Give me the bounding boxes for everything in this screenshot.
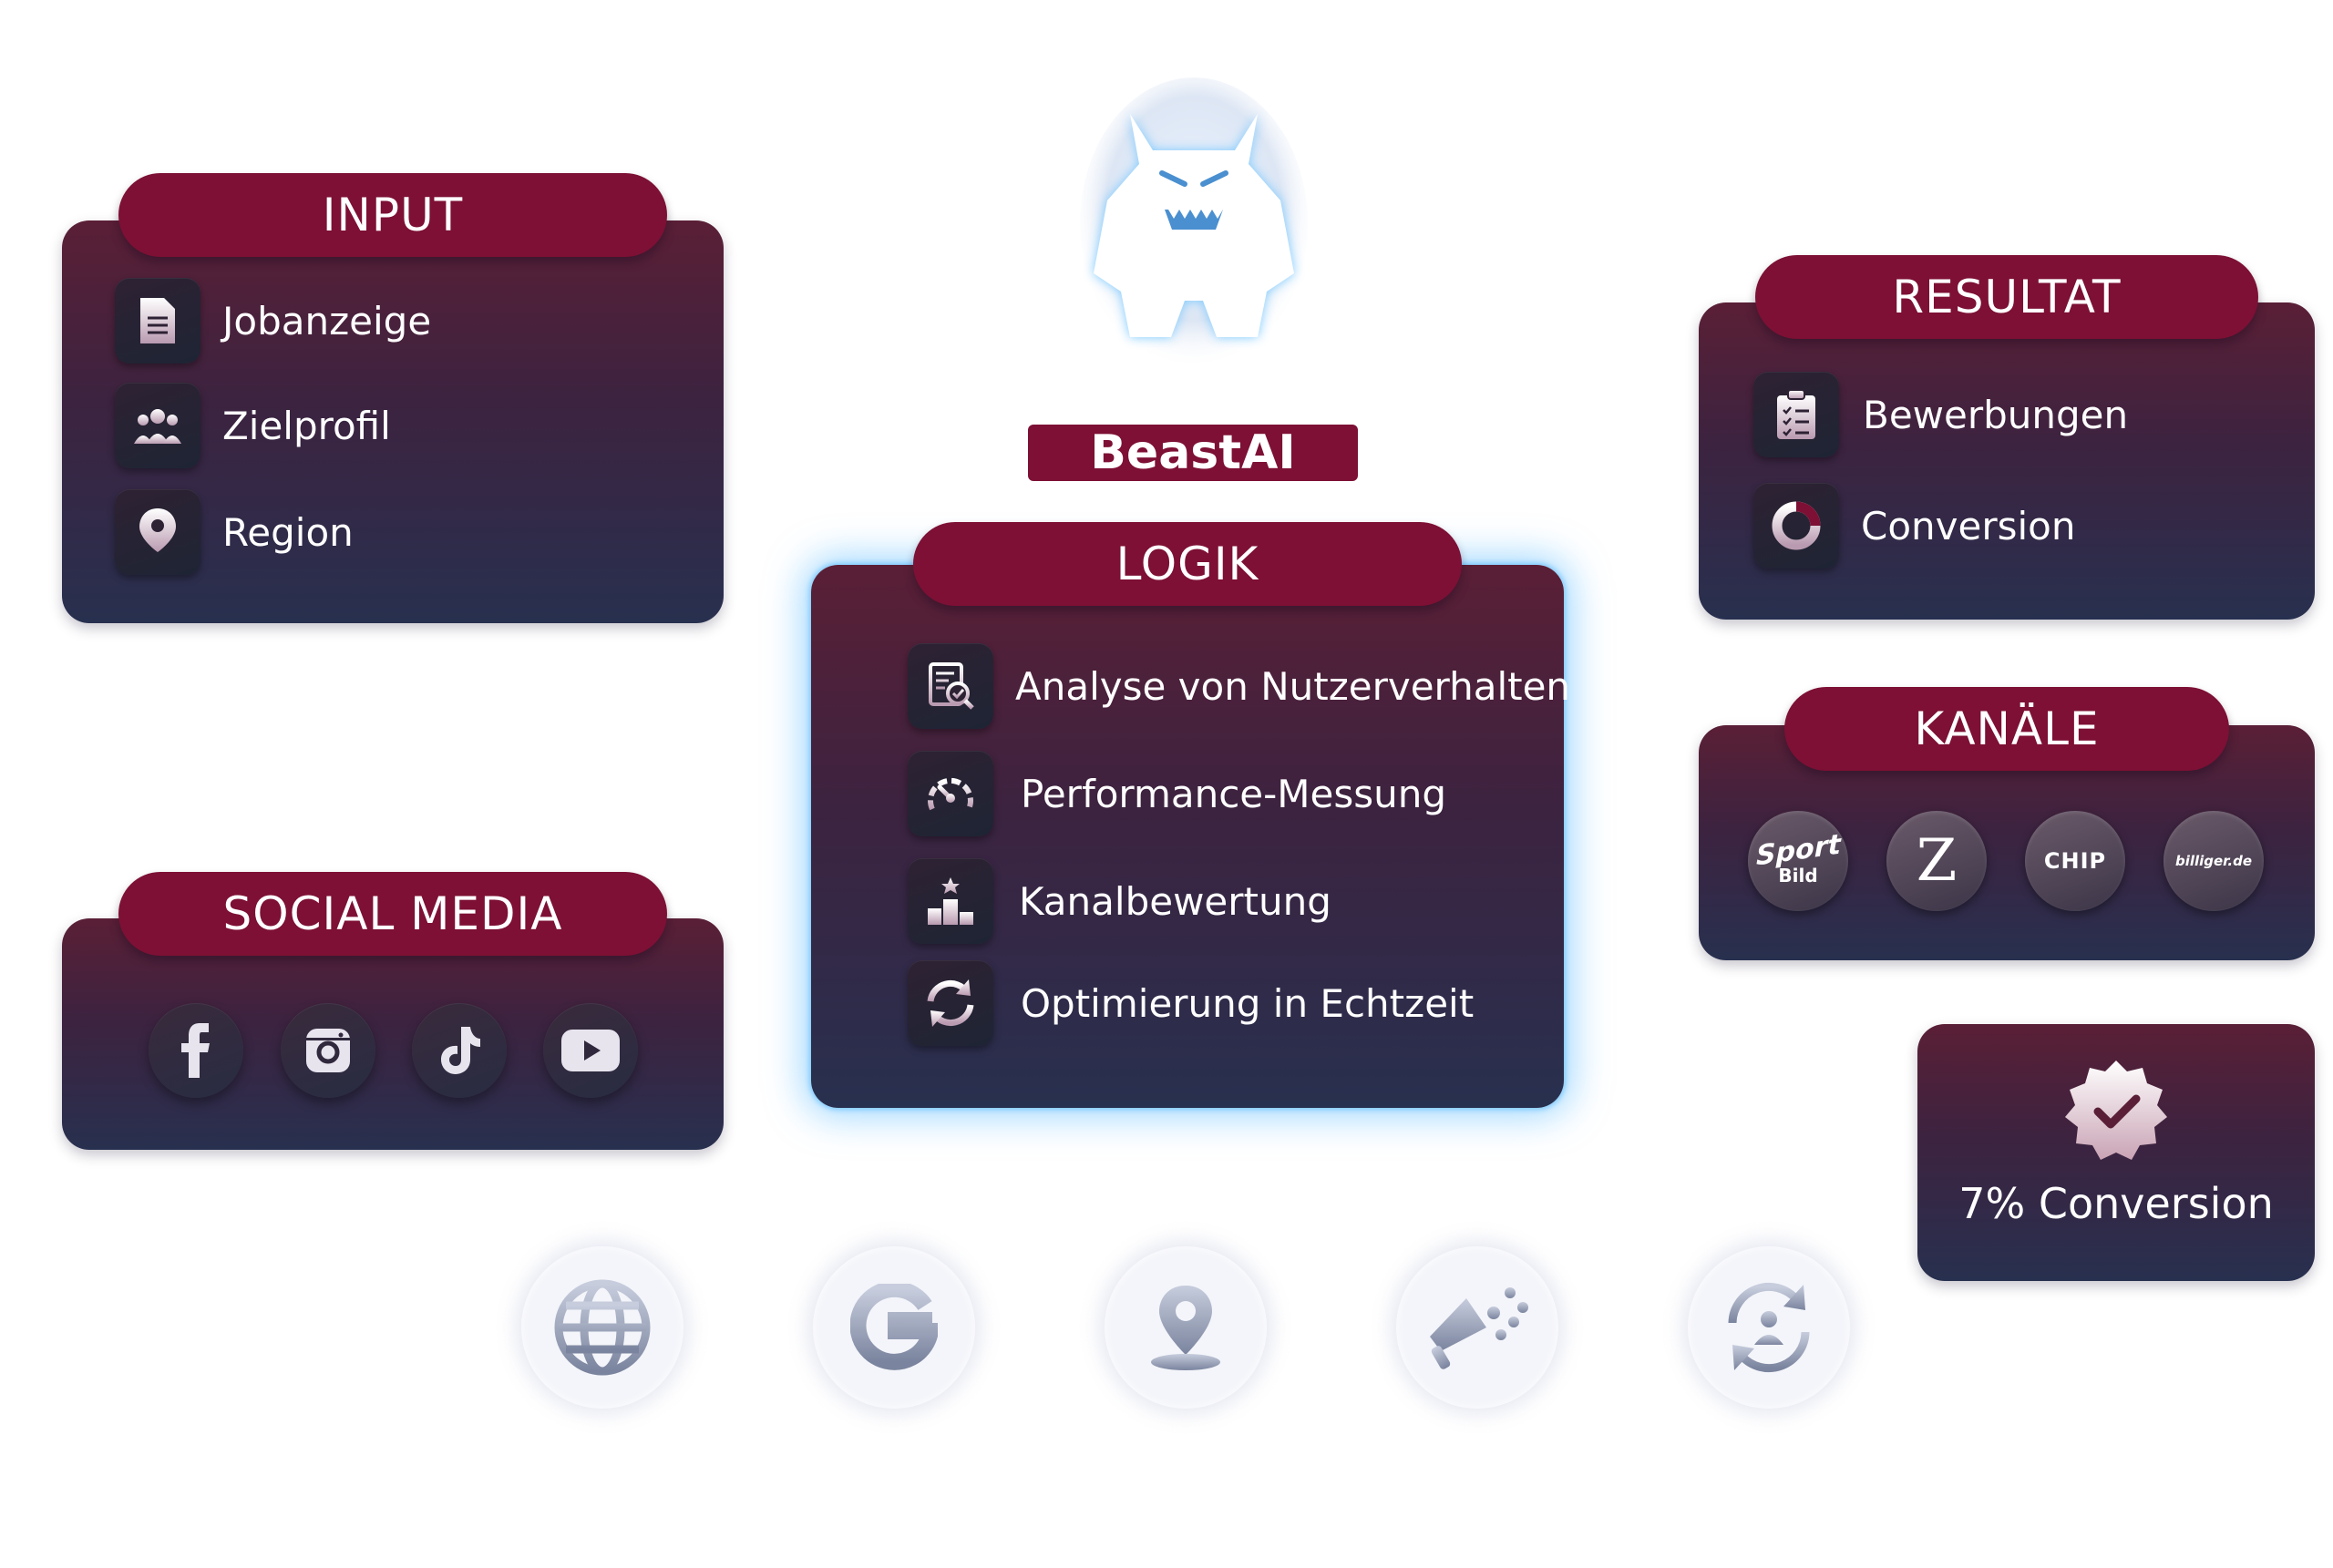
refresh-icon [908, 960, 993, 1046]
google-icon[interactable] [813, 1246, 975, 1409]
input-item-label: Zielprofil [222, 403, 391, 448]
chip-logo-text: CHIP [2043, 848, 2107, 874]
chip-logo[interactable]: CHIP [2025, 811, 2125, 911]
logik-item-label: Performance-Messung [1021, 771, 1447, 816]
globe-icon[interactable] [521, 1246, 683, 1409]
clipboard-checklist-icon [1753, 372, 1839, 457]
kanaele-title: KANÄLE [1784, 687, 2229, 771]
sportbild-logo[interactable]: Sport Bild [1748, 811, 1848, 911]
facebook-icon[interactable] [149, 1003, 243, 1098]
map-pin-icon[interactable] [1105, 1246, 1267, 1409]
zeit-logo-text: Z [1916, 827, 1958, 895]
billiger-logo[interactable]: billiger.de [2163, 811, 2264, 911]
resultat-item-label: Conversion [1861, 503, 2076, 548]
verified-badge-icon [2061, 1057, 2171, 1166]
resultat-item-conversion: Conversion [1753, 483, 2075, 569]
resultat-title: RESULTAT [1755, 255, 2258, 339]
tiktok-icon[interactable] [412, 1003, 507, 1098]
podium-icon [908, 858, 993, 944]
logik-item-performance: Performance-Messung [908, 751, 1446, 836]
instagram-icon[interactable] [281, 1003, 375, 1098]
location-pin-icon [115, 489, 200, 575]
zeit-logo[interactable]: Z [1886, 811, 1987, 911]
analysis-icon [908, 643, 993, 729]
sportbild-logo-top: Sport [1755, 828, 1841, 873]
mascot-name-label: BeastAI [1028, 425, 1358, 481]
logik-item-kanalbewertung: Kanalbewertung [908, 858, 1331, 944]
user-sync-icon[interactable] [1688, 1246, 1850, 1409]
resultat-card [1699, 302, 2315, 620]
megaphone-icon[interactable] [1396, 1246, 1558, 1409]
resultat-item-label: Bewerbungen [1863, 392, 2129, 437]
logik-title: LOGIK [913, 522, 1462, 606]
input-item-label: Jobanzeige [222, 298, 432, 343]
logik-item-label: Kanalbewertung [1019, 878, 1331, 924]
input-item-jobanzeige: Jobanzeige [115, 278, 431, 364]
resultat-item-bewerbungen: Bewerbungen [1753, 372, 2128, 457]
billiger-logo-text: billiger.de [2174, 853, 2253, 869]
social-media-title: SOCIAL MEDIA [118, 872, 667, 956]
youtube-icon[interactable] [543, 1003, 638, 1098]
input-title: INPUT [118, 173, 667, 257]
logik-item-optimierung: Optimierung in Echtzeit [908, 960, 1474, 1046]
gauge-icon [908, 751, 993, 836]
beast-mascot [1066, 64, 1321, 369]
sportbild-logo-bottom: Bild [1778, 865, 1818, 886]
logik-item-label: Analyse von Nutzerverhalten [1015, 663, 1571, 709]
conversion-badge-label: 7% Conversion [1958, 1179, 2274, 1228]
group-icon [115, 383, 200, 468]
logik-item-label: Optimierung in Echtzeit [1021, 980, 1475, 1026]
document-icon [115, 278, 200, 364]
logik-item-analyse: Analyse von Nutzerverhalten [908, 643, 1570, 729]
input-item-zielprofil: Zielprofil [115, 383, 391, 468]
input-item-label: Region [222, 509, 354, 555]
input-item-region: Region [115, 489, 354, 575]
donut-chart-icon [1753, 483, 1839, 569]
